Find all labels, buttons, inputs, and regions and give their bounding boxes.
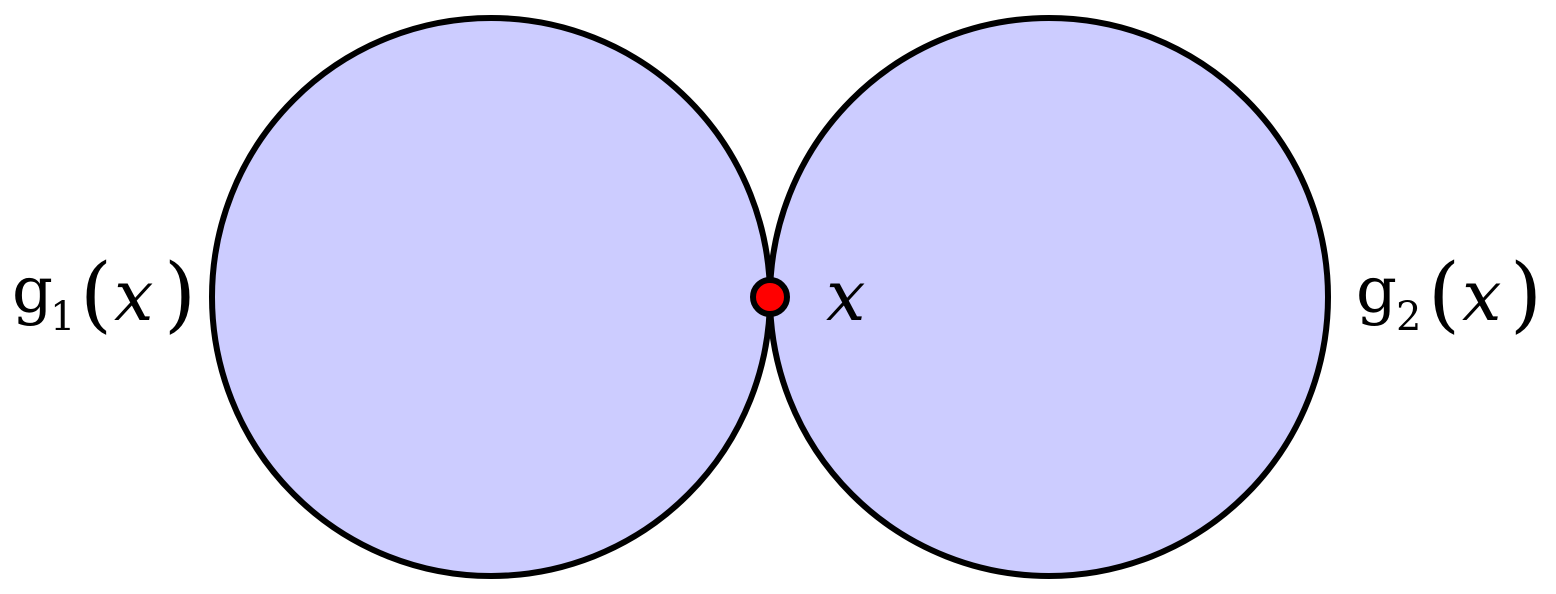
tangent-point xyxy=(750,277,790,317)
left-label-variable: x xyxy=(114,255,153,337)
left-circle-label: g 1 ( x ) xyxy=(12,247,196,342)
right-circle-label: g 2 ( x ) xyxy=(1356,247,1542,342)
left-label-close-paren: ) xyxy=(164,247,196,342)
right-label-subscript: 2 xyxy=(1396,294,1421,340)
right-label-base: g xyxy=(1356,254,1397,328)
right-label-close-paren: ) xyxy=(1510,247,1542,342)
left-label-base: g xyxy=(12,254,53,328)
right-label-open-paren: ( xyxy=(1428,247,1460,342)
left-label-open-paren: ( xyxy=(80,247,112,342)
right-label-variable: x xyxy=(1462,255,1501,337)
left-circle xyxy=(209,15,773,579)
left-label-subscript: 1 xyxy=(50,294,75,340)
point-label: x xyxy=(826,255,865,337)
